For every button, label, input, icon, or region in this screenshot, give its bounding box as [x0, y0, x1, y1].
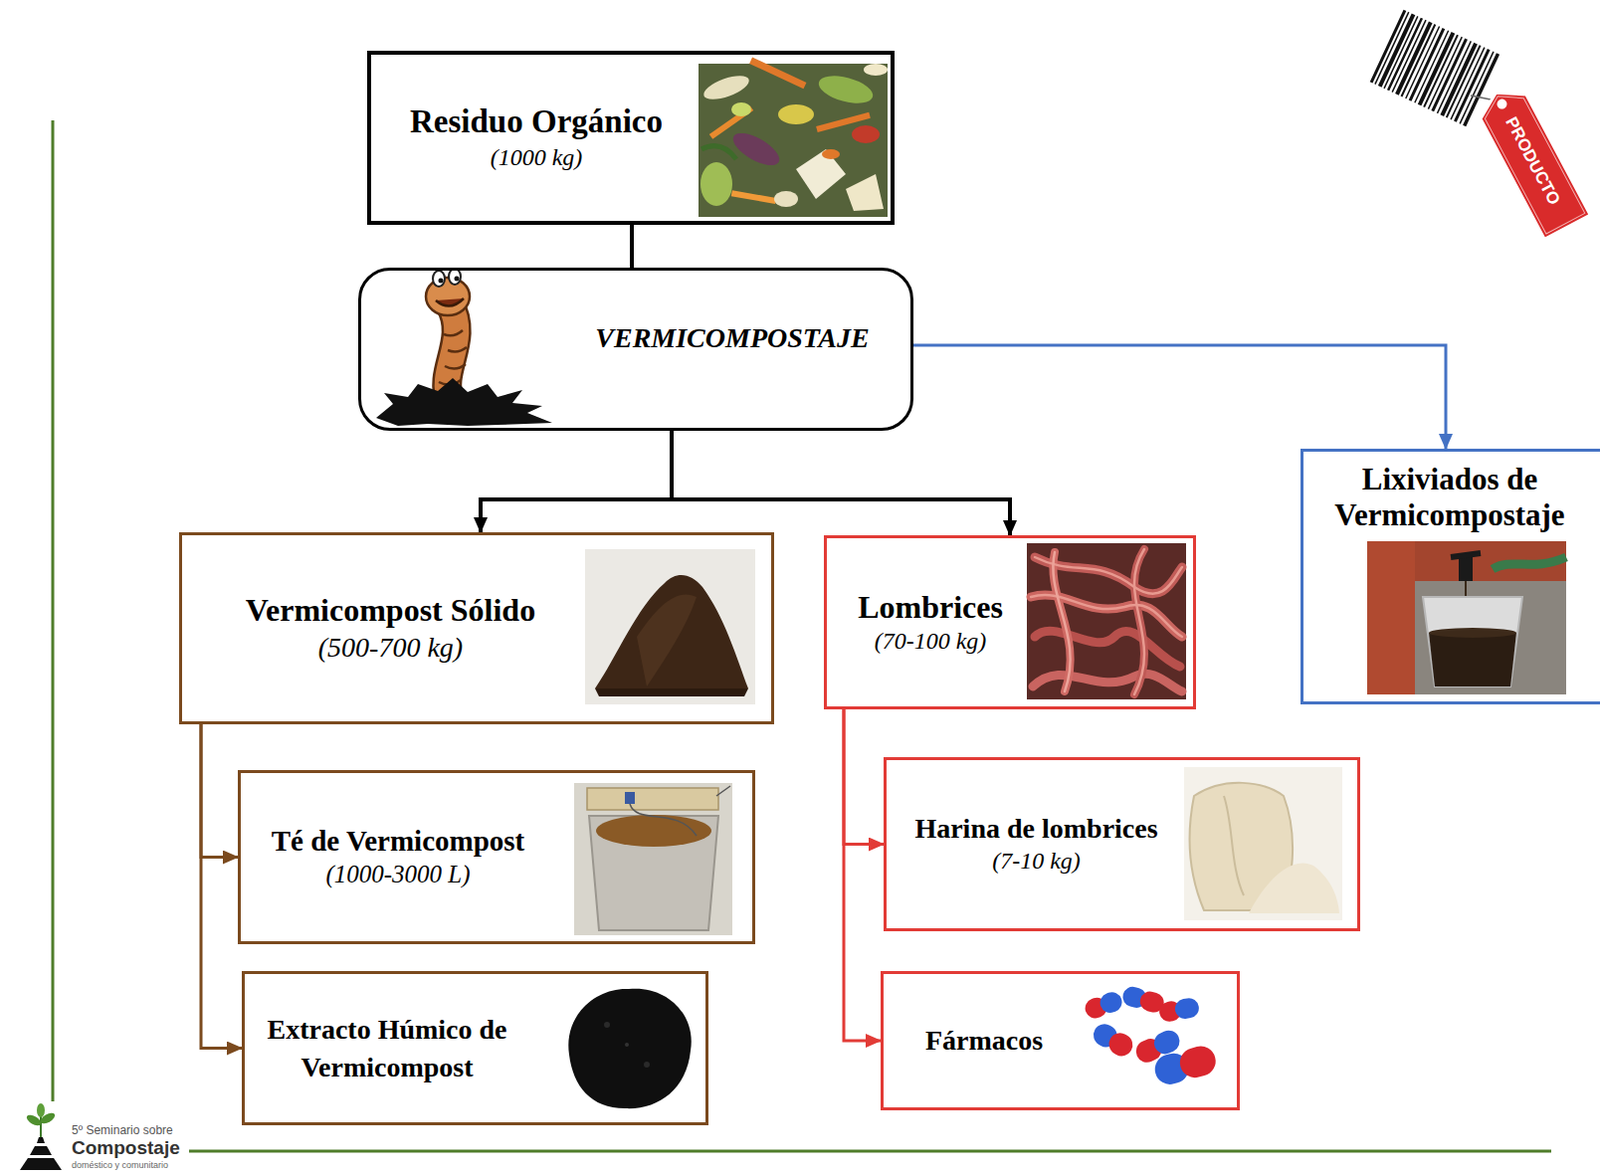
logo-icon	[19, 1103, 62, 1171]
cartoon-worm	[376, 268, 553, 426]
product-box: Vermicompost Sólido(500-700 kg)	[179, 532, 775, 725]
earthworms-photo	[1026, 543, 1187, 700]
product-box: Fármacos	[880, 971, 1240, 1111]
node-quantity: (500-700 kg)	[318, 629, 463, 666]
text-area: Lixiviados de Vermicompostaje	[1305, 453, 1595, 542]
node-title: Fármacos	[925, 1023, 1043, 1058]
node-title: Lombrices	[857, 588, 1003, 626]
node-title: VERMICOMPOSTAJE	[595, 321, 869, 356]
capsules	[1082, 985, 1219, 1089]
logo-text: Compostaje	[71, 1137, 192, 1160]
flour-bag-photo	[1184, 767, 1343, 921]
product-box: Lixiviados de Vermicompostaje	[1300, 448, 1600, 705]
node-title: Harina de lombrices	[914, 811, 1158, 846]
node-quantity: (70-100 kg)	[874, 625, 988, 657]
text-area: Té de Vermicompost(1000-3000 L)	[243, 770, 553, 945]
flow-connector	[843, 709, 881, 1041]
flow-connector	[913, 345, 1446, 449]
text-area: Fármacos	[891, 971, 1077, 1111]
leachate-photo	[1367, 541, 1567, 695]
node-quantity: (1000-3000 L)	[325, 858, 470, 892]
text-area: VERMICOMPOSTAJE	[563, 298, 902, 379]
flow-connector	[200, 724, 238, 858]
humic-powder	[568, 989, 691, 1109]
flow-connector	[671, 430, 1010, 536]
organic-waste-photo	[698, 57, 888, 217]
flow-connector	[629, 224, 634, 268]
node-quantity: (1000 kg)	[490, 142, 584, 174]
tag-text: PRODUCTO	[1493, 102, 1572, 219]
node-title: Residuo Orgánico	[409, 102, 663, 143]
logo-text: 5º Seminario sobre	[71, 1122, 192, 1139]
product-box: Lombrices(70-100 kg)	[823, 535, 1197, 710]
node-title: Té de Vermicompost	[271, 823, 526, 859]
flow-connector	[480, 430, 672, 533]
process-box: VERMICOMPOSTAJE	[358, 267, 914, 431]
node-quantity: (7-10 kg)	[992, 845, 1081, 877]
product-box: Extracto Húmico de Vermicompost	[241, 971, 709, 1126]
text-area: Extracto Húmico de Vermicompost	[256, 971, 518, 1126]
price-tag	[1472, 80, 1591, 240]
frame-line	[51, 120, 55, 1102]
text-area: Residuo Orgánico(1000 kg)	[376, 50, 697, 225]
text-area: Vermicompost Sólido(500-700 kg)	[199, 532, 583, 725]
product-box: Harina de lombrices(7-10 kg)	[883, 757, 1361, 932]
tea-bucket-photo	[574, 783, 733, 936]
node-title: Vermicompost Sólido	[245, 591, 536, 629]
text-area: Harina de lombrices(7-10 kg)	[888, 757, 1185, 932]
node-title: Lixiviados de Vermicompostaje	[1305, 461, 1595, 533]
logo-text: doméstico y comunitario	[71, 1159, 211, 1172]
compost-pile-photo	[585, 549, 756, 705]
frame-line	[189, 1150, 1552, 1154]
product-box: Té de Vermicompost(1000-3000 L)	[237, 770, 756, 945]
text-area: Lombrices(70-100 kg)	[833, 535, 1027, 710]
node-title: Extracto Húmico de Vermicompost	[256, 1010, 518, 1087]
flow-connector	[843, 709, 884, 845]
flow-connector	[200, 724, 242, 1049]
input-box: Residuo Orgánico(1000 kg)	[367, 50, 895, 225]
